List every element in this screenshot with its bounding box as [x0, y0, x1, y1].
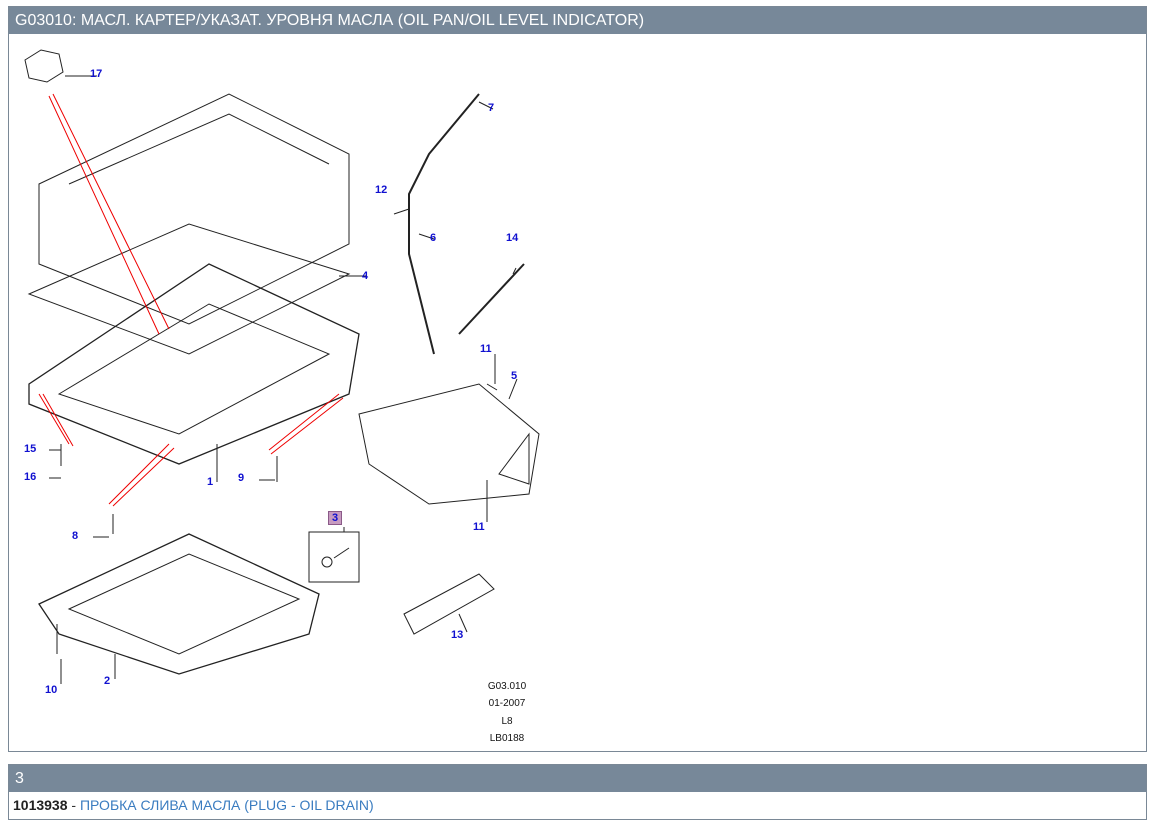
callout-16[interactable]: 16 [24, 471, 37, 483]
diagram-title: G03010: МАСЛ. КАРТЕР/УКАЗАТ. УРОВНЯ МАСЛ… [9, 7, 1146, 34]
callout-13[interactable]: 13 [451, 629, 464, 641]
selected-part-title: 3 [9, 765, 1146, 792]
diagram-ref: LB0188 [489, 733, 525, 744]
callout-9[interactable]: 9 [238, 472, 245, 484]
callout-3-selected[interactable]: 3 [328, 511, 343, 525]
callout-10[interactable]: 10 [45, 684, 58, 696]
callout-7[interactable]: 7 [488, 102, 495, 114]
diagram-model: L8 [501, 716, 513, 727]
callout-5[interactable]: 5 [511, 370, 518, 382]
callout-15[interactable]: 15 [24, 443, 37, 455]
callout-14[interactable]: 14 [506, 232, 519, 244]
diagram-date: 01-2007 [488, 698, 526, 709]
callout-11[interactable]: 11 [480, 343, 492, 355]
callout-2[interactable]: 2 [104, 675, 111, 687]
diagram-code: G03.010 [487, 681, 527, 692]
separator: - [71, 797, 77, 813]
parts-diagram: 17 7 12 6 14 4 11 5 15 16 9 1 8 3 11 13 … [9, 34, 569, 751]
callout-1[interactable]: 1 [207, 476, 214, 488]
callout-4[interactable]: 4 [362, 270, 369, 282]
diagram-panel: G03010: МАСЛ. КАРТЕР/УКАЗАТ. УРОВНЯ МАСЛ… [8, 6, 1147, 752]
callout-6[interactable]: 6 [430, 232, 437, 244]
part-number: 1013938 [13, 797, 68, 813]
part-row: 1013938 - ПРОБКА СЛИВА МАСЛА (PLUG - OIL… [9, 792, 1146, 818]
callout-8[interactable]: 8 [72, 530, 79, 542]
selected-part-panel: 3 1013938 - ПРОБКА СЛИВА МАСЛА (PLUG - O… [8, 764, 1147, 820]
callout-12[interactable]: 12 [375, 184, 388, 196]
callout-17[interactable]: 17 [90, 68, 103, 80]
exploded-view-drawing [24, 49, 540, 684]
part-description-link[interactable]: ПРОБКА СЛИВА МАСЛА (PLUG - OIL DRAIN) [79, 797, 374, 813]
callout-11b[interactable]: 11 [473, 521, 485, 533]
